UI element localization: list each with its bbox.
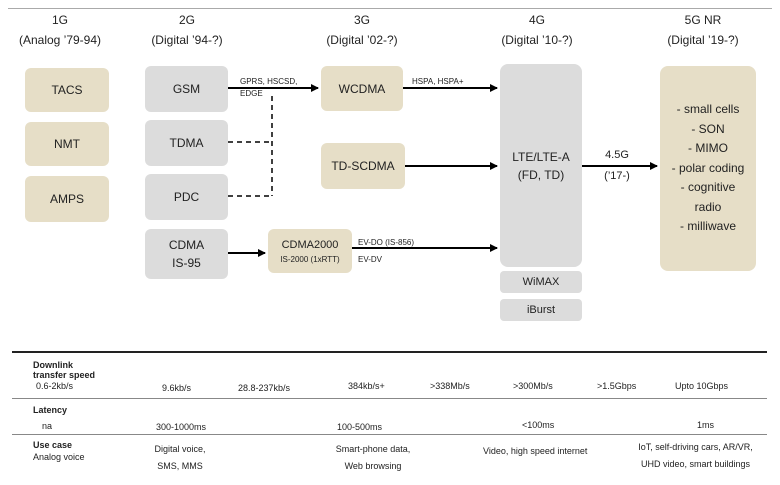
usecase-2g: Digital voice, SMS, MMS (140, 443, 220, 472)
amps-box: AMPS (25, 176, 109, 222)
downlink-45g: >1.5Gbps (597, 381, 637, 391)
usecase-3g-line2: Web browsing (344, 461, 402, 471)
gen-period: (Digital ’94-?) (151, 33, 223, 47)
g45-year-label: (’17-) (604, 170, 630, 182)
gen-4g-title: 4G (Digital ’10-?) (467, 10, 607, 50)
5g-features-box: - small cells - SON - MIMO - polar codin… (660, 66, 756, 271)
nmt-box: NMT (25, 122, 109, 166)
latency-3g: 100-500ms (337, 422, 383, 432)
table-top-rule (12, 351, 767, 353)
iburst-label: iBurst (526, 304, 556, 316)
downlink-4g: >300Mb/s (513, 381, 553, 391)
tacs-box: TACS (25, 68, 109, 112)
downlink-25g: 28.8-237kb/s (238, 383, 291, 393)
lte-box: LTE/LTE-A (FD, TD) (500, 64, 582, 267)
pdc-label: PDC (173, 190, 200, 204)
lte-sub-label: (FD, TD) (517, 167, 565, 182)
feature-radio: radio (694, 199, 722, 214)
tdscdma-label: TD-SCDMA (331, 159, 395, 173)
latency-4g: <100ms (522, 420, 555, 430)
downlink-2g: 9.6kb/s (162, 383, 192, 393)
pdc-box: PDC (145, 174, 228, 220)
latency-header: Latency (33, 405, 68, 415)
latency-1g: na (42, 421, 53, 431)
table-rule-2 (12, 434, 767, 435)
downlink-header-line2: transfer speed (33, 370, 96, 380)
table-rule-1 (12, 398, 767, 399)
lte-label: LTE/LTE-A (512, 149, 570, 164)
tdma-box: TDMA (145, 120, 228, 166)
amps-label: AMPS (49, 192, 84, 206)
downlink-35g: >338Mb/s (430, 381, 470, 391)
cdma-box: CDMA IS-95 (145, 229, 228, 279)
gen-name: 4G (528, 13, 545, 27)
g45-label: 4.5G (605, 149, 629, 161)
gen-name: 2G (178, 13, 195, 27)
gprs-label: GPRS, HSCSD, (240, 77, 298, 86)
gen-period: (Analog ’79-94) (18, 33, 102, 47)
downlink-5g: Upto 10Gbps (675, 381, 729, 391)
usecase-5g-line1: IoT, self-driving cars, AR/VR, (638, 442, 753, 452)
downlink-header-line1: Downlink (33, 360, 73, 370)
feature-polar-coding: - polar coding (671, 160, 745, 175)
cdma2000-sub-label: IS-2000 (1xRTT) (280, 254, 340, 264)
gen-3g-title: 3G (Digital ’02-?) (292, 10, 432, 50)
latency-2g: 300-1000ms (156, 422, 207, 432)
usecase-3g-line1: Smart-phone data, (335, 444, 411, 454)
is95-label: IS-95 (172, 256, 201, 270)
hspa-label: HSPA, HSPA+ (412, 77, 464, 86)
cdma2000-label: CDMA2000 (281, 238, 339, 251)
usecase-1g: Analog voice (33, 452, 85, 462)
usecase-2g-line1: Digital voice, (154, 444, 206, 454)
gsm-box: GSM (145, 66, 228, 112)
gen-period: (Digital ’02-?) (326, 33, 398, 47)
gen-period: (Digital ’19-?) (667, 33, 739, 47)
wimax-box: WiMAX (500, 271, 582, 293)
feature-small-cells: - small cells (676, 102, 740, 117)
gen-name: 5G NR (684, 13, 722, 27)
wcdma-box: WCDMA (321, 66, 403, 111)
usecase-5g: IoT, self-driving cars, AR/VR, UHD video… (628, 441, 763, 470)
gen-period: (Digital ’10-?) (501, 33, 573, 47)
usecase-3g: Smart-phone data, Web browsing (318, 443, 428, 472)
evdo-label: EV-DO (IS-856) (358, 238, 415, 247)
feature-mimo: - MIMO (688, 141, 728, 156)
tacs-label: TACS (51, 83, 83, 97)
feature-cognitive: - cognitive (680, 180, 736, 195)
gen-5g-title: 5G NR (Digital ’19-?) (633, 10, 773, 50)
usecase-header: Use case (33, 440, 73, 450)
downlink-header: Downlink transfer speed (33, 360, 95, 380)
downlink-1g: 0.6-2kb/s (36, 381, 74, 391)
feature-milliwave: - milliwave (679, 219, 736, 234)
edge-label: EDGE (240, 89, 263, 98)
tdma-label: TDMA (169, 136, 204, 150)
gen-1g-title: 1G (Analog ’79-94) (0, 10, 130, 50)
usecase-5g-line2: UHD video, smart buildings (640, 459, 751, 469)
gen-name: 3G (353, 13, 370, 27)
nmt-label: NMT (54, 137, 80, 151)
feature-son: - SON (691, 121, 725, 136)
gsm-label: GSM (172, 82, 201, 96)
gen-2g-title: 2G (Digital ’94-?) (117, 10, 257, 50)
tdscdma-box: TD-SCDMA (321, 143, 405, 189)
wimax-label: WiMAX (522, 276, 560, 288)
top-rule (8, 8, 772, 9)
wcdma-label: WCDMA (338, 81, 386, 96)
usecase-2g-line2: SMS, MMS (157, 461, 203, 471)
usecase-4g: Video, high speed internet (483, 446, 588, 456)
evdv-label: EV-DV (358, 255, 383, 264)
cdma-label: CDMA (168, 238, 205, 252)
iburst-box: iBurst (500, 299, 582, 321)
latency-5g: 1ms (697, 420, 715, 430)
gen-name: 1G (51, 13, 68, 27)
downlink-3g: 384kb/s+ (348, 381, 385, 391)
cdma2000-box: CDMA2000 IS-2000 (1xRTT) (268, 229, 352, 273)
